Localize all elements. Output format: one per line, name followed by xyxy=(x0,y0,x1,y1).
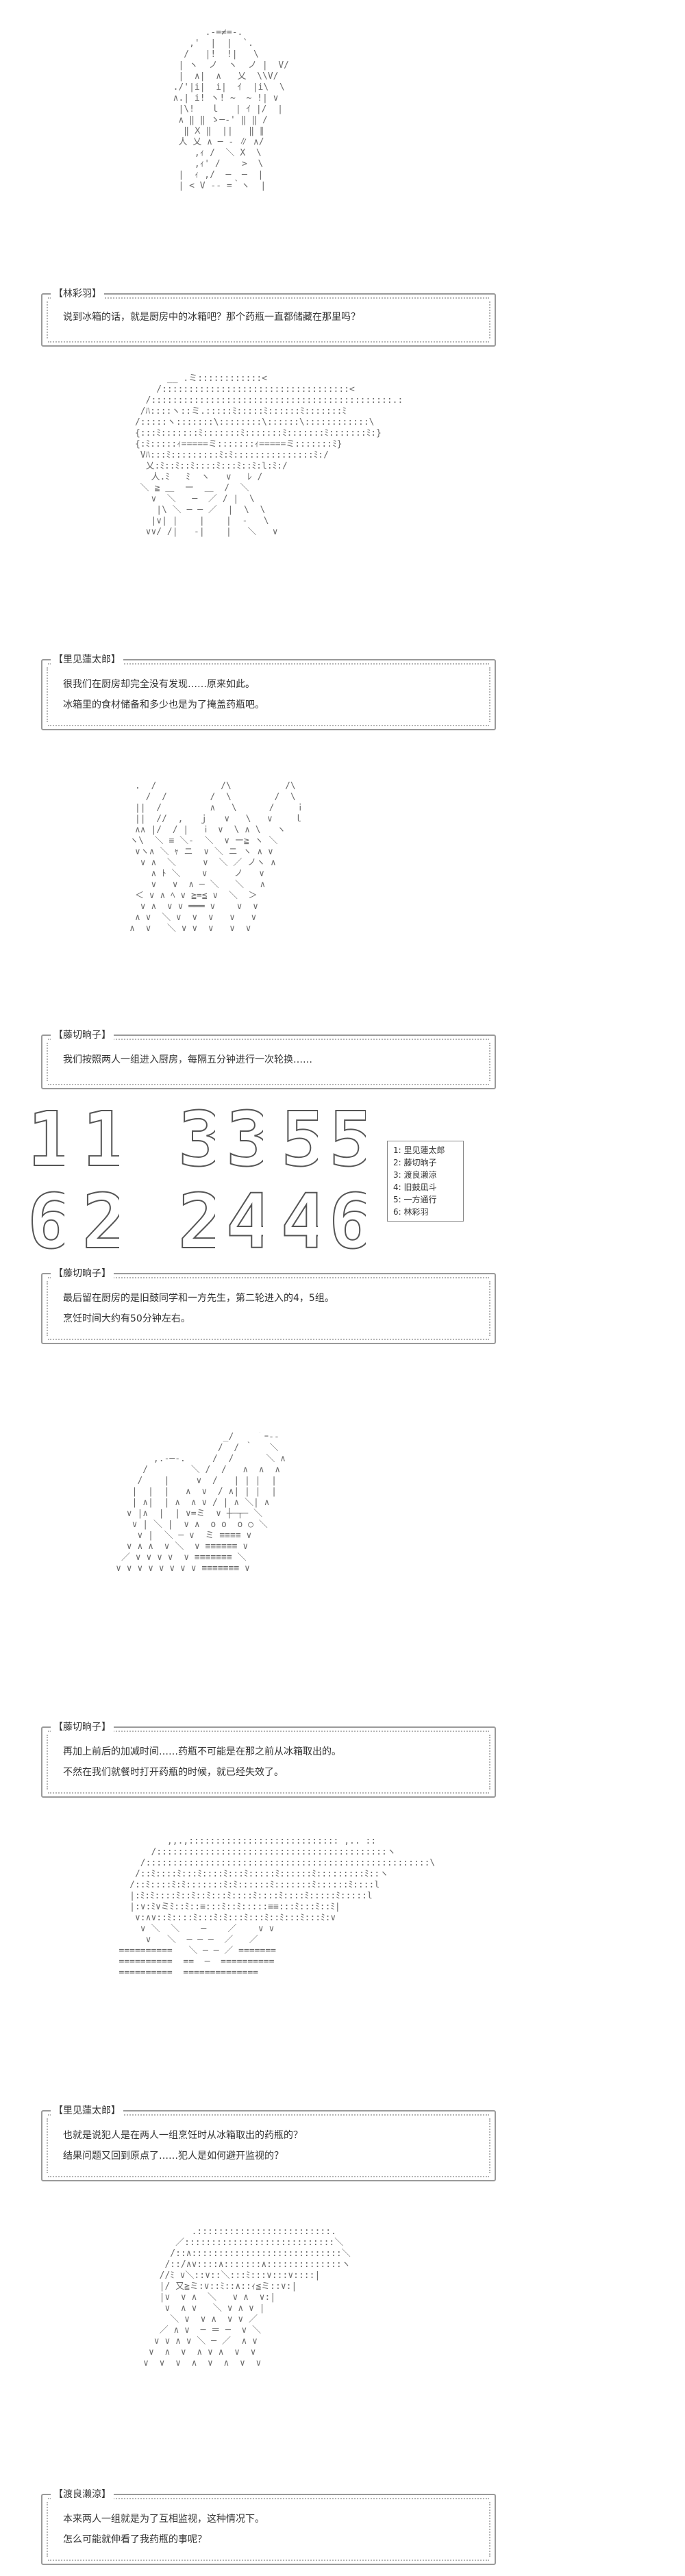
speaker-name: 【藤切晌子】 xyxy=(51,1028,114,1041)
digit-cell: 4 xyxy=(226,1185,263,1258)
speaker-name: 【里见蓮太郎】 xyxy=(51,2103,123,2117)
digit-cell: 4 xyxy=(281,1185,318,1258)
legend-item: 2: 藤切晌子 xyxy=(393,1158,437,1167)
speaker-name: 【藤切晌子】 xyxy=(51,1266,114,1280)
character-art-6: .:::::::::::::::::::::::::. ／:::::::::::… xyxy=(143,2227,351,2368)
speaker-name: 【藤切晌子】 xyxy=(51,1720,114,1733)
digit-cell: 1 xyxy=(82,1103,119,1176)
digit-cell: 1 xyxy=(27,1103,64,1176)
dialog-box-6: 【里见蓮太郎】 也就是说犯人是在两人一组烹饪时从冰箱取出的药瓶的？ 结果问题又回… xyxy=(41,2103,496,2181)
digit-cell: 5 xyxy=(281,1103,318,1176)
character-art-5: ,,.,:::::::::::::::::::::::::::: ,.. :: … xyxy=(119,1836,436,1978)
digit-cell: 2 xyxy=(178,1185,215,1258)
legend-item: 4: 旧鼓凪斗 xyxy=(393,1182,437,1192)
dialog-line: 结果问题又回到原点了……犯人是如何避开监视的？ xyxy=(63,2151,284,2162)
speaker-name: 【渡良濑涼】 xyxy=(51,2487,114,2501)
dialog-line: 冰箱里的食材储备和多少也是为了掩盖药瓶吧。 xyxy=(63,699,264,710)
legend-item: 6: 林彩羽 xyxy=(393,1207,429,1217)
dialog-line: 烹饪时间大约有50分钟左右。 xyxy=(63,1313,190,1324)
digit-cell: 2 xyxy=(82,1185,119,1258)
legend-item: 3: 渡良濑涼 xyxy=(393,1170,437,1180)
digit-cell: 6 xyxy=(329,1185,366,1258)
dialog-box-3: 【藤切晌子】 我们按照两人一组进入厨房，每隔五分钟进行一次轮换…… xyxy=(41,1028,496,1089)
digit-cell: 5 xyxy=(329,1103,366,1176)
character-art-1: .-=≠=-. ,' | | `. / |! !| \ | ヽ ノ ヽ ノ | … xyxy=(173,27,290,191)
dialog-box-7: 【渡良濑涼】 本来两人一组就是为了互相监视，这种情况下。 怎么可能就伸看了我药瓶… xyxy=(41,2487,496,2565)
speaker-name: 【林彩羽】 xyxy=(51,286,104,300)
dialog-box-1: 【林彩羽】 说到冰箱的话，就是厨房中的冰箱吧？那个药瓶一直都储藏在那里吗？ xyxy=(41,286,496,347)
legend-item: 1: 里见蓮太郎 xyxy=(393,1145,445,1155)
character-art-3: . / /\ /\ / / / \ / \ || / ∧ \ / ｉ || //… xyxy=(129,781,305,934)
legend-item: 5: 一方通行 xyxy=(393,1195,437,1204)
dialog-line: 本来两人一组就是为了互相监视，这种情况下。 xyxy=(63,2514,264,2525)
dialog-line: 怎么可能就伸看了我药瓶的事呢？ xyxy=(63,2534,207,2545)
dialog-line: 我们按照两人一组进入厨房，每隔五分钟进行一次轮换…… xyxy=(63,1054,312,1065)
digit-cell: 3 xyxy=(226,1103,263,1176)
digit-row-top: 1 1 3 3 5 5 xyxy=(27,1103,384,1178)
dialog-box-5: 【藤切晌子】 再加上前后的加减时间……药瓶不可能是在那之前从冰箱取出的。 不然在… xyxy=(41,1720,496,1798)
dialog-line: 说到冰箱的话，就是厨房中的冰箱吧？那个药瓶一直都储藏在那里吗？ xyxy=(63,312,360,323)
dialog-line: 最后留在厨房的是旧鼓同学和一方先生，第二轮进入的4，5组。 xyxy=(63,1293,334,1304)
dialog-line: 很我们在厨房却完全没有发现……原来如此。 xyxy=(63,679,255,690)
legend-box: 1: 里见蓮太郎 2: 藤切晌子 3: 渡良濑涼 4: 旧鼓凪斗 5: 一方通行… xyxy=(387,1141,464,1222)
digit-row-bottom: 6 2 2 4 4 6 xyxy=(27,1185,384,1261)
dialog-line: 不然在我们就餐时打开药瓶的时候，就已经失效了。 xyxy=(63,1767,284,1778)
dialog-box-2: 【里见蓮太郎】 很我们在厨房却完全没有发现……原来如此。 冰箱里的食材储备和多少… xyxy=(41,652,496,730)
digit-cell: 6 xyxy=(27,1185,64,1258)
dialog-line: 再加上前后的加减时间……药瓶不可能是在那之前从冰箱取出的。 xyxy=(63,1746,341,1757)
speaker-name: 【里见蓮太郎】 xyxy=(51,652,123,666)
character-art-2: __ .ミ::::::::::::< /::::::::::::::::::::… xyxy=(134,373,403,537)
dialog-box-4: 【藤切晌子】 最后留在厨房的是旧鼓同学和一方先生，第二轮进入的4，5组。 烹饪时… xyxy=(41,1266,496,1344)
dialog-line: 也就是说犯人是在两人一组烹饪时从冰箱取出的药瓶的？ xyxy=(63,2130,303,2141)
digit-cell: 3 xyxy=(178,1103,215,1176)
character-art-4: _/ ｀ｰ-‐ / / ｀ ＼ ,.-─-. / / ＼ ∧ / ＼ / / ∧… xyxy=(116,1432,286,1574)
